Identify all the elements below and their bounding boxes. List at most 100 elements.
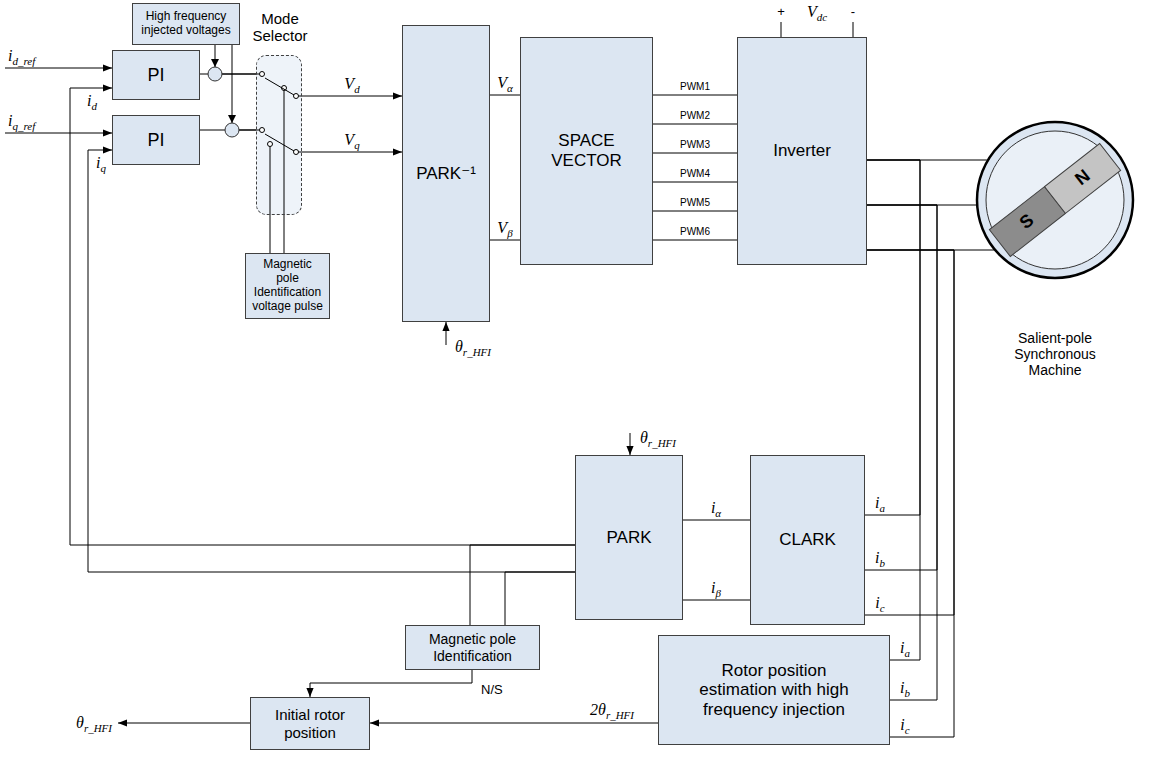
- pulse-box: Magnetic pole Identification voltage pul…: [245, 253, 330, 319]
- symbol-subscript: a: [904, 647, 910, 659]
- symbol-base: i: [900, 639, 904, 656]
- signal-label: ib: [899, 679, 911, 697]
- switch-contact: [256, 72, 302, 216]
- injection-box: High frequency injected voltages: [132, 3, 240, 45]
- symbol-subscript: r_HFI: [84, 722, 112, 734]
- dc-terminal: [781, 22, 782, 37]
- block-label: Magnetic pole Identification: [411, 631, 534, 663]
- signal-line: [302, 152, 402, 153]
- symbol-base: θ: [455, 338, 463, 355]
- signal-line: [490, 240, 520, 241]
- symbol-base: i: [8, 47, 12, 64]
- block-label: Rotor position estimation with high freq…: [692, 661, 857, 720]
- block-label: CLARK: [779, 530, 836, 550]
- stator-circle: [977, 122, 1133, 278]
- switch-contact: [260, 72, 265, 77]
- mode-selector: Mode Selector: [256, 55, 302, 215]
- signal-label: Vβ: [496, 219, 513, 237]
- signal-label: ic: [874, 594, 885, 612]
- switch-contact: [284, 91, 285, 216]
- position-box: Initial rotor position: [250, 697, 370, 750]
- block-heading: Mode Selector: [235, 10, 325, 45]
- symbol-subscript: α: [507, 82, 513, 94]
- pwm-signal-label: PWM4: [679, 168, 711, 179]
- symbol-subscript: β: [715, 587, 720, 599]
- symbol-base: θ: [76, 714, 84, 731]
- signal-line: [865, 205, 937, 570]
- symbol-subscript: a: [879, 502, 885, 514]
- signal-line: [470, 545, 575, 625]
- signal-arrow: [118, 723, 250, 724]
- symbol-base: V: [497, 219, 507, 236]
- selector-ground: [256, 55, 302, 215]
- symbol-base: i: [900, 716, 904, 733]
- signal-arrow: [5, 68, 112, 69]
- pole-letter: N: [1072, 166, 1094, 190]
- symbol-subscript: q_ref: [12, 120, 35, 132]
- junction-arrowhead: [228, 115, 236, 123]
- junction-arrowhead: [211, 59, 236, 123]
- signal-line: [88, 150, 575, 572]
- signal-line: [653, 124, 737, 125]
- signal-arrow: [446, 322, 447, 345]
- symbol-base: i: [875, 594, 879, 611]
- symbol-base: i: [87, 92, 91, 109]
- signal-arrow: [5, 133, 112, 134]
- symbol-subscript: c: [905, 724, 910, 736]
- signal-label: ib: [874, 549, 886, 567]
- symbol-base: i: [875, 494, 879, 511]
- signal-label: θr_HFI: [455, 338, 491, 356]
- pole-id-box: Magnetic pole Identification: [405, 625, 540, 670]
- signal-arrow: [630, 433, 631, 455]
- block-label: High frequency injected voltages: [138, 10, 234, 38]
- signal-label: θr_HFI: [640, 429, 676, 447]
- signal-line: [232, 45, 256, 130]
- signal-line: [70, 88, 575, 545]
- block-heading: Salient-pole Synchronous Machine: [1000, 330, 1110, 378]
- signal-label: iq: [95, 154, 107, 172]
- signal-label: ia: [874, 494, 886, 512]
- signal-line: [865, 160, 920, 515]
- pwm-signal-label: PWM5: [679, 197, 711, 208]
- signal-label: Vd: [343, 75, 360, 93]
- summing-junction: [208, 67, 239, 137]
- signal-line: [653, 211, 737, 212]
- inverse-park-block: PARK⁻¹: [402, 25, 490, 322]
- signal-label: iα: [710, 499, 722, 517]
- symbol-base: θ: [640, 429, 648, 446]
- summing-junction: [225, 123, 239, 137]
- inverter-block: Inverter: [737, 37, 867, 265]
- machine-outline: [975, 120, 1135, 280]
- signal-line: [653, 182, 737, 183]
- symbol-subscript: c: [880, 602, 885, 614]
- symbol-subscript: d: [354, 83, 360, 95]
- magnet-bar: [989, 144, 1120, 257]
- signal-line: [867, 160, 920, 660]
- svm-block: SPACE VECTOR: [520, 37, 653, 265]
- symbol-subscript: d_ref: [12, 55, 35, 67]
- block-label: SPACE VECTOR: [526, 131, 647, 170]
- block-label: PARK⁻¹: [416, 164, 476, 184]
- signal-line: [284, 215, 285, 253]
- symbol-base: V: [344, 131, 354, 148]
- signal-label: Vq: [343, 131, 360, 149]
- block-label: PARK: [606, 528, 651, 548]
- pwm-signal-label: PWM3: [679, 139, 711, 150]
- symbol-base: i: [711, 579, 715, 596]
- switch-contact: [294, 94, 299, 99]
- pi-controller: PI: [112, 115, 200, 165]
- symbol-subscript: d: [91, 100, 97, 112]
- signal-label: -: [851, 5, 855, 19]
- estimator-box: Rotor position estimation with high freq…: [658, 635, 890, 745]
- pwm-signal-label: PWM6: [679, 226, 711, 237]
- signal-label: iβ: [710, 579, 722, 597]
- symbol-base: i: [875, 549, 879, 566]
- block-label: PI: [147, 130, 164, 151]
- signal-line: [490, 95, 520, 96]
- signal-label: +: [777, 5, 785, 19]
- symbol-base: i: [900, 679, 904, 696]
- symbol-subscript: dc: [817, 11, 827, 23]
